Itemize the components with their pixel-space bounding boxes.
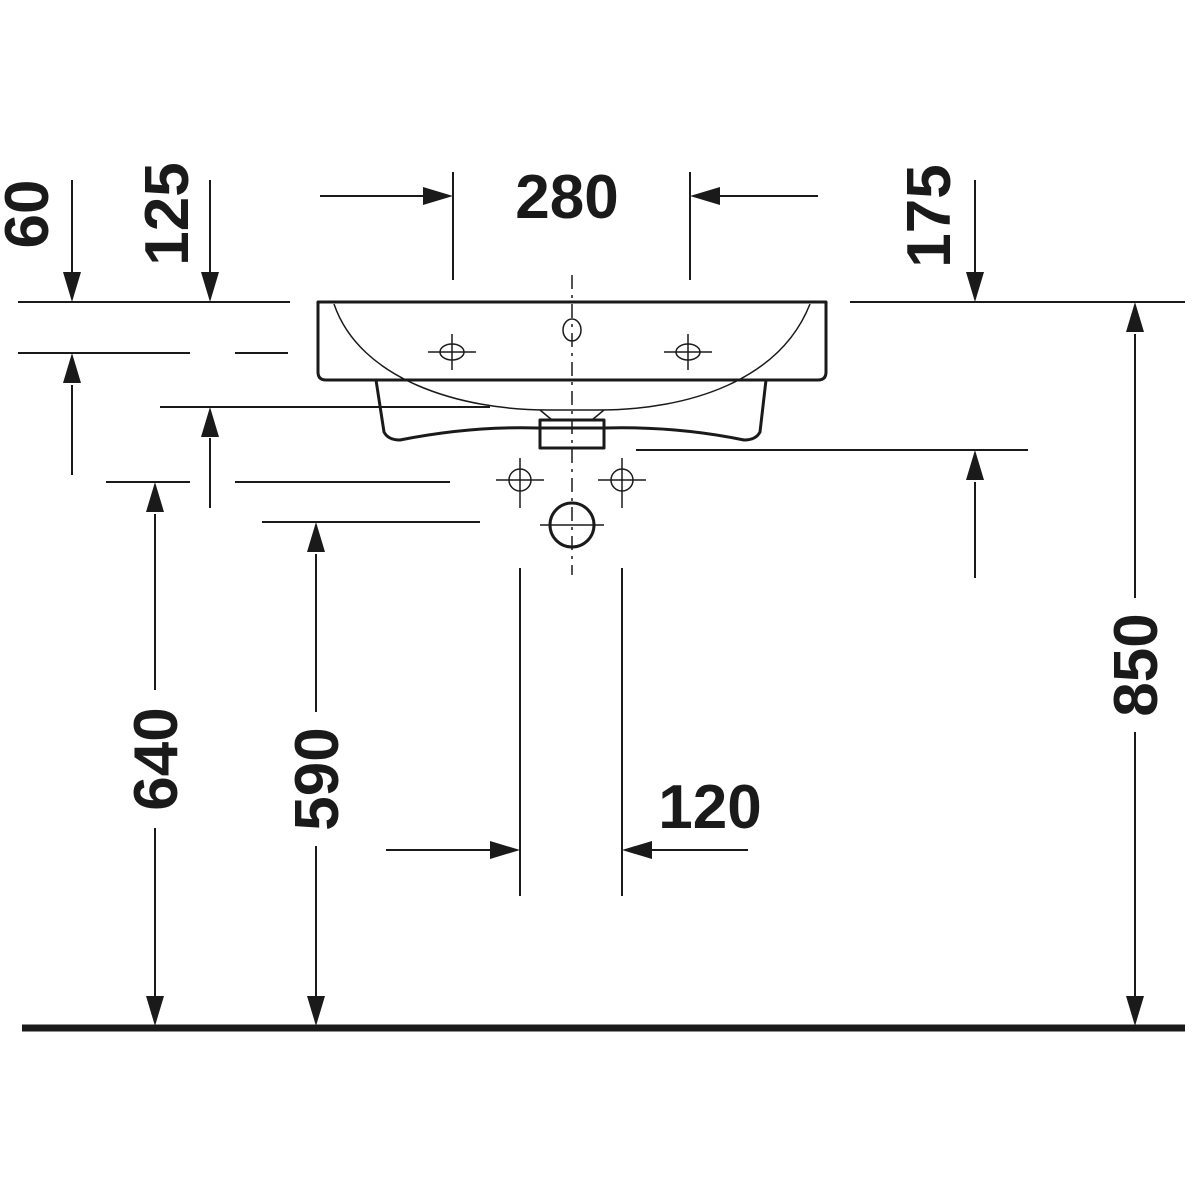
- dim-label-640: 640: [122, 707, 191, 810]
- tap-holes: [428, 318, 712, 370]
- dim-label-590: 590: [283, 727, 352, 830]
- dimension-lines: [63, 180, 1144, 1026]
- dim-label-280: 280: [515, 163, 618, 232]
- dim-label-120: 120: [658, 773, 761, 842]
- supply-connections: [496, 458, 646, 549]
- dim-label-60: 60: [0, 180, 62, 249]
- basin-inner-bowl: [333, 303, 811, 411]
- basin-body: [374, 379, 768, 442]
- extension-lines: [18, 172, 1185, 896]
- dim-label-175: 175: [895, 164, 964, 267]
- basin: [316, 300, 828, 450]
- basin-rim: [316, 300, 828, 382]
- dimension-labels: 60 125 280 175 850 640 590 120: [0, 162, 1171, 842]
- dim-label-850: 850: [1102, 613, 1171, 716]
- dim-label-125: 125: [133, 162, 202, 265]
